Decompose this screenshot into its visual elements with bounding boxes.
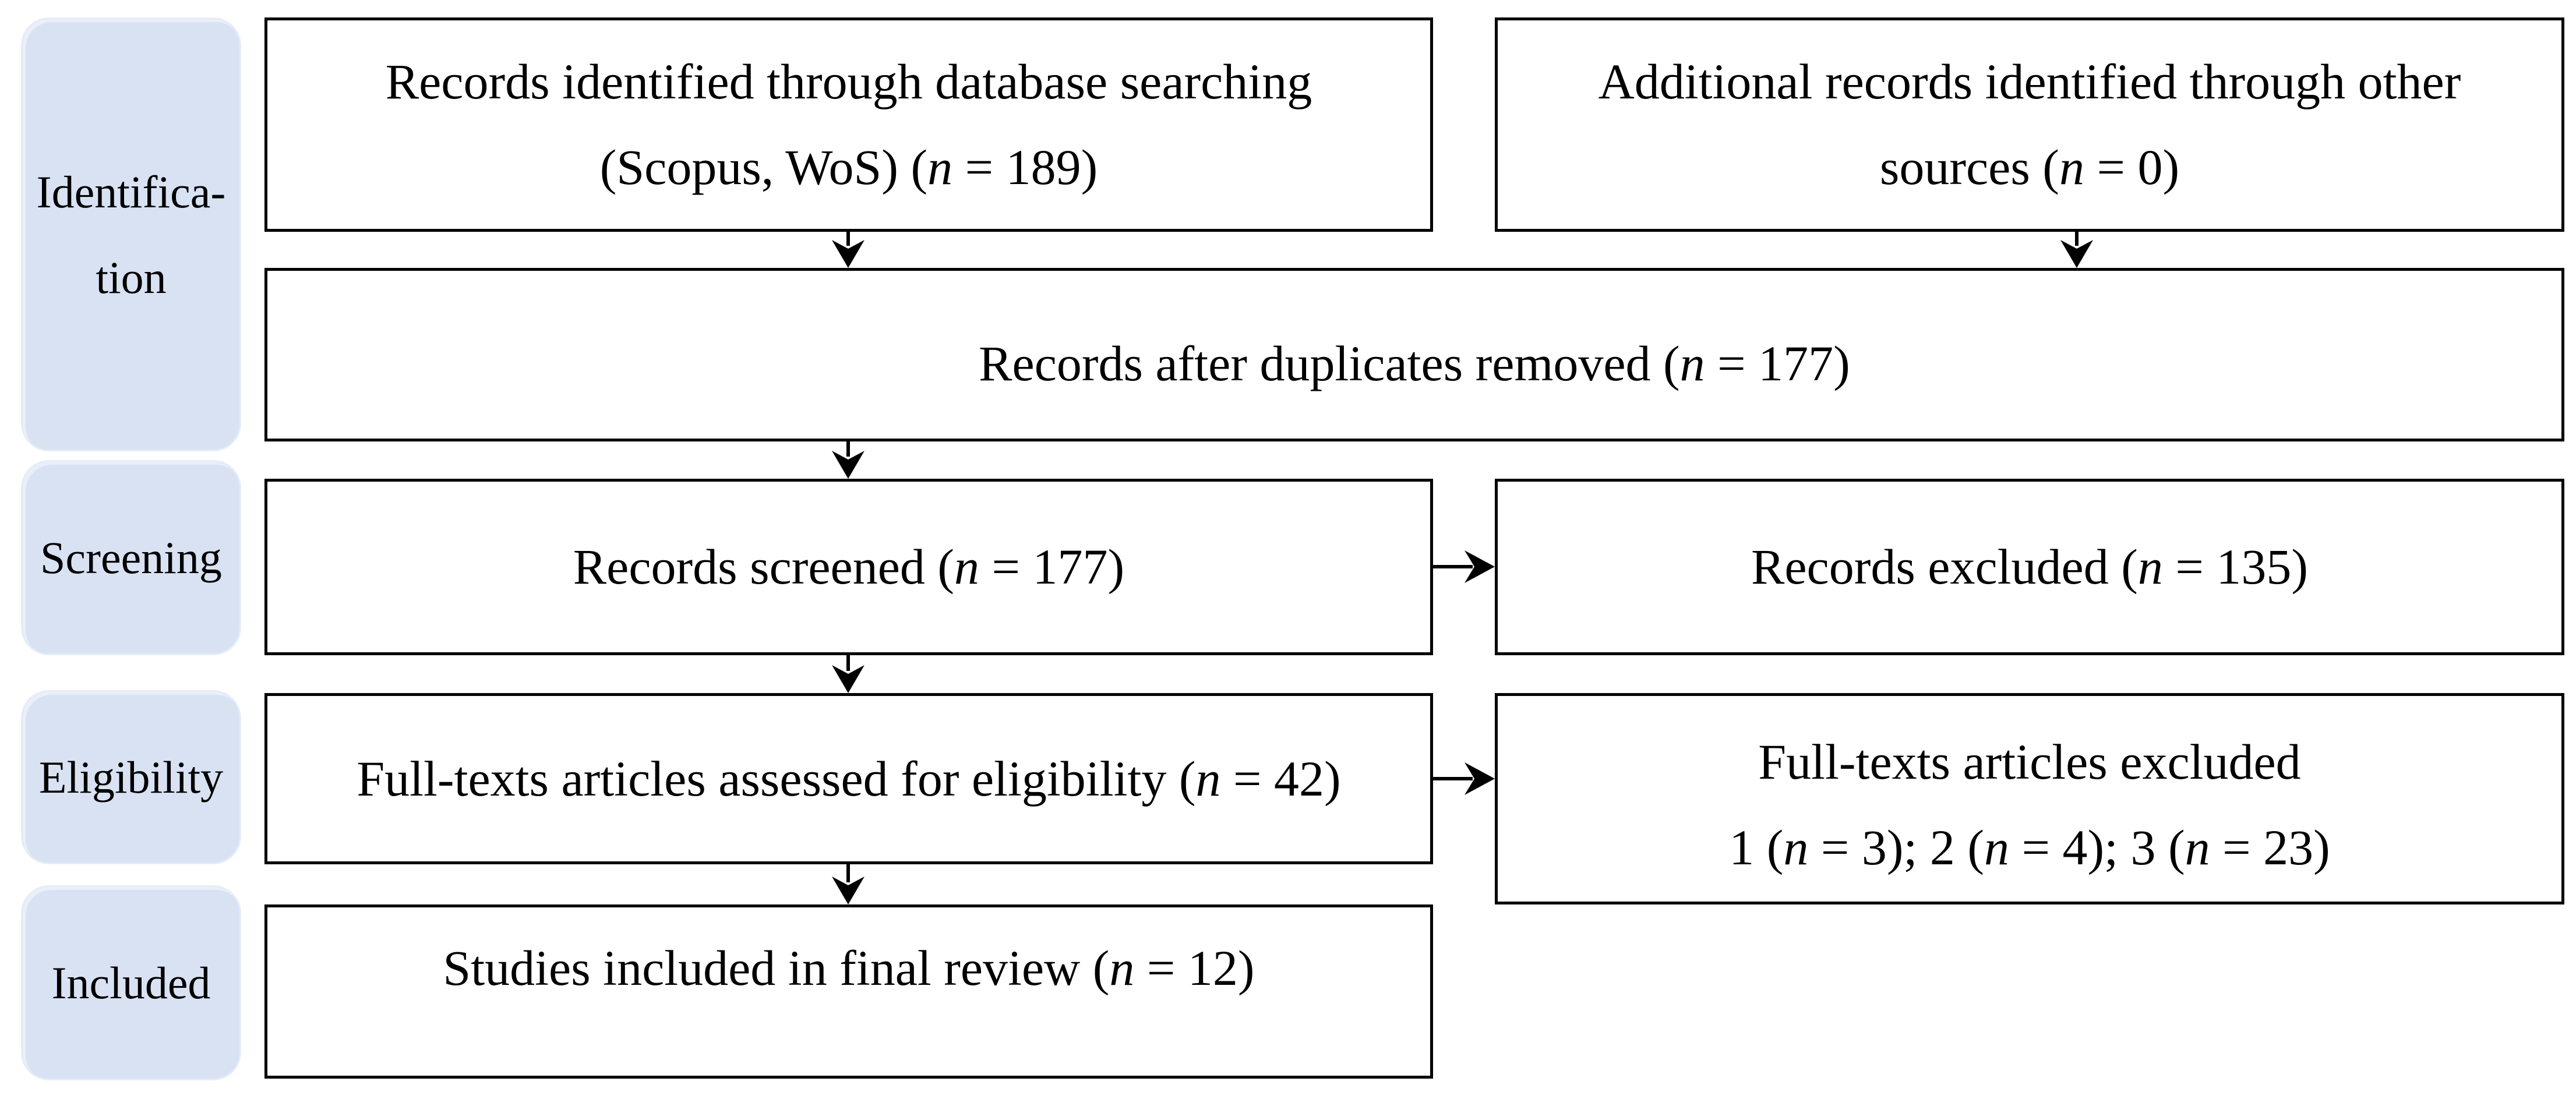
text-line: Additional records identified through ot… [1598, 54, 2461, 109]
text-line: 1 (n = 3); 2 (n = 4); 3 (n = 23) [1729, 819, 2330, 875]
text-line: Studies included in final review (n = 12… [443, 940, 1255, 996]
text-line: (Scopus, WoS) (n = 189) [599, 139, 1098, 195]
box-records-identified: Records identified through database sear… [264, 17, 1433, 232]
stage-label-included: Included [21, 885, 241, 1080]
text-line: sources (n = 0) [1879, 139, 2180, 195]
stage-label-identification: Identifica-tion [21, 17, 241, 451]
arrow-down-screened-to-fulltext-icon [832, 655, 864, 693]
text-line: Records after duplicates removed (n = 17… [979, 335, 1850, 391]
text-line: Records excluded (n = 135) [1751, 539, 2308, 595]
arrow-down-duplicates-to-screened-icon [832, 441, 864, 479]
text-line: tion [96, 252, 167, 303]
arrow-right-screened-to-excluded-icon [1433, 550, 1495, 583]
text-line: Full-texts articles excluded [1758, 733, 2301, 790]
arrow-down-additional-to-duplicates-icon [2060, 232, 2093, 268]
text-line: Full-texts articles assessed for eligibi… [357, 750, 1341, 807]
text-line: Eligibility [38, 752, 224, 803]
stage-label-eligibility: Eligibility [21, 690, 241, 864]
box-records-excluded: Records excluded (n = 135) [1495, 479, 2564, 655]
box-fulltext-assessed: Full-texts articles assessed for eligibi… [264, 693, 1433, 864]
text-line: Records screened (n = 177) [573, 539, 1125, 595]
arrow-down-identified-to-duplicates-icon [832, 232, 864, 268]
box-fulltext-excluded: Full-texts articles excluded 1 (n = 3); 2… [1495, 693, 2564, 904]
box-additional-records: Additional records identified through ot… [1495, 17, 2564, 232]
box-studies-included: Studies included in final review (n = 12… [264, 904, 1433, 1079]
arrow-right-fulltext-to-excluded-icon [1433, 762, 1495, 795]
text-line: Screening [40, 532, 222, 583]
text-line: Included [51, 957, 211, 1008]
box-duplicates-removed: Records after duplicates removed (n = 17… [264, 268, 2564, 441]
text-line: Records identified through database sear… [385, 54, 1312, 109]
arrow-down-fulltext-to-included-icon [832, 864, 864, 904]
box-records-screened: Records screened (n = 177) [264, 479, 1433, 655]
text-line: Identifica- [36, 166, 226, 217]
stage-label-screening: Screening [21, 460, 241, 655]
